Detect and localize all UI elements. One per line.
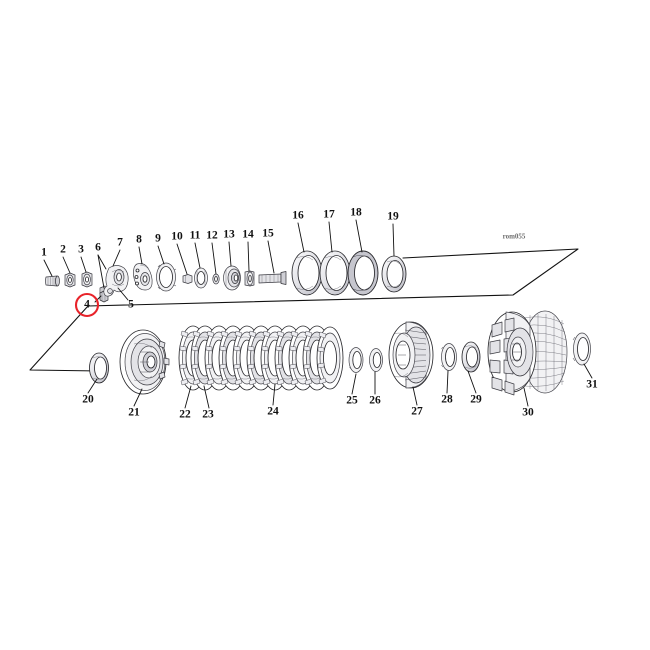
callout-28: 28 <box>441 394 453 406</box>
part-washer-11 <box>194 267 208 289</box>
callout-11: 11 <box>190 230 201 242</box>
callout-3: 3 <box>78 244 84 256</box>
callout-9: 9 <box>155 233 161 245</box>
callout-22: 22 <box>179 409 191 421</box>
part-retainer-ring-9 <box>156 262 177 292</box>
callout-31: 31 <box>586 379 598 391</box>
part-spacer-10 <box>182 274 193 284</box>
callout-29: 29 <box>470 394 482 406</box>
part-clutch-plate-stack <box>178 325 344 391</box>
part-snap-ring-20 <box>89 352 109 384</box>
callout-13: 13 <box>223 229 235 241</box>
callout-10: 10 <box>171 231 183 243</box>
part-bearing-13 <box>223 265 241 291</box>
break-line-group <box>29 248 579 372</box>
callout-6: 6 <box>95 242 101 254</box>
part-screw-1 <box>45 275 60 287</box>
callout-1: 1 <box>41 247 47 259</box>
callout-27: 27 <box>411 406 423 418</box>
part-ring-16 <box>291 250 323 296</box>
bottom-row-parts <box>89 310 591 396</box>
part-nut-2 <box>64 272 76 288</box>
highlight-circle-callout-4 <box>74 292 100 318</box>
callout-17: 17 <box>323 209 335 221</box>
leader-lines-top-below <box>94 287 129 303</box>
part-ramp-plate-8 <box>132 263 153 291</box>
clutch-plate <box>316 326 344 390</box>
callout-19: 19 <box>387 211 399 223</box>
callout-26: 26 <box>369 395 381 407</box>
break-line-upper <box>87 248 579 307</box>
leader-lines-bottom <box>87 363 593 409</box>
part-snap-ring-25 <box>348 347 364 373</box>
callout-8: 8 <box>136 234 142 246</box>
part-pressure-plate-21 <box>119 329 170 395</box>
part-release-lever-5-7 <box>103 265 129 297</box>
callout-14: 14 <box>242 229 254 241</box>
callout-23: 23 <box>202 409 214 421</box>
part-snap-ring-28 <box>441 343 457 371</box>
leader-lines-top <box>43 219 395 289</box>
part-nut-3 <box>81 271 93 288</box>
callout-25: 25 <box>346 395 358 407</box>
part-bearing-29 <box>461 341 481 373</box>
callout-21: 21 <box>128 407 140 419</box>
callout-30: 30 <box>522 407 534 419</box>
callout-24: 24 <box>267 406 279 418</box>
part-ring-17 <box>319 250 351 296</box>
watermark-label: rom055 <box>503 233 526 241</box>
part-washer-26 <box>369 348 383 372</box>
part-retaining-ring-31 <box>572 332 591 366</box>
callout-18: 18 <box>350 207 362 219</box>
part-clutch-hub-27 <box>388 321 434 389</box>
callout-4: 4 <box>84 299 90 311</box>
callout-labels-top: 1 2 3 6 7 8 9 10 11 12 13 14 15 16 17 18… <box>41 207 399 259</box>
part-pushrod-15 <box>258 271 287 285</box>
callout-2: 2 <box>60 244 66 256</box>
callout-16: 16 <box>292 210 304 222</box>
break-line-lower <box>29 305 101 372</box>
part-clutch-basket-30 <box>487 310 568 396</box>
part-bushing-14 <box>244 270 255 287</box>
callout-7: 7 <box>117 237 123 249</box>
callout-12: 12 <box>206 230 218 242</box>
callout-5: 5 <box>128 299 134 311</box>
callout-labels-top-below: 4 5 <box>84 299 134 311</box>
part-ring-18 <box>347 250 379 296</box>
part-ring-19 <box>381 255 407 293</box>
callout-20: 20 <box>82 394 94 406</box>
callout-15: 15 <box>262 228 274 240</box>
part-small-washer-12 <box>212 273 220 285</box>
callout-labels-bottom: 20 21 22 23 24 25 26 27 28 29 30 31 <box>82 379 598 421</box>
top-row-parts <box>45 250 407 303</box>
